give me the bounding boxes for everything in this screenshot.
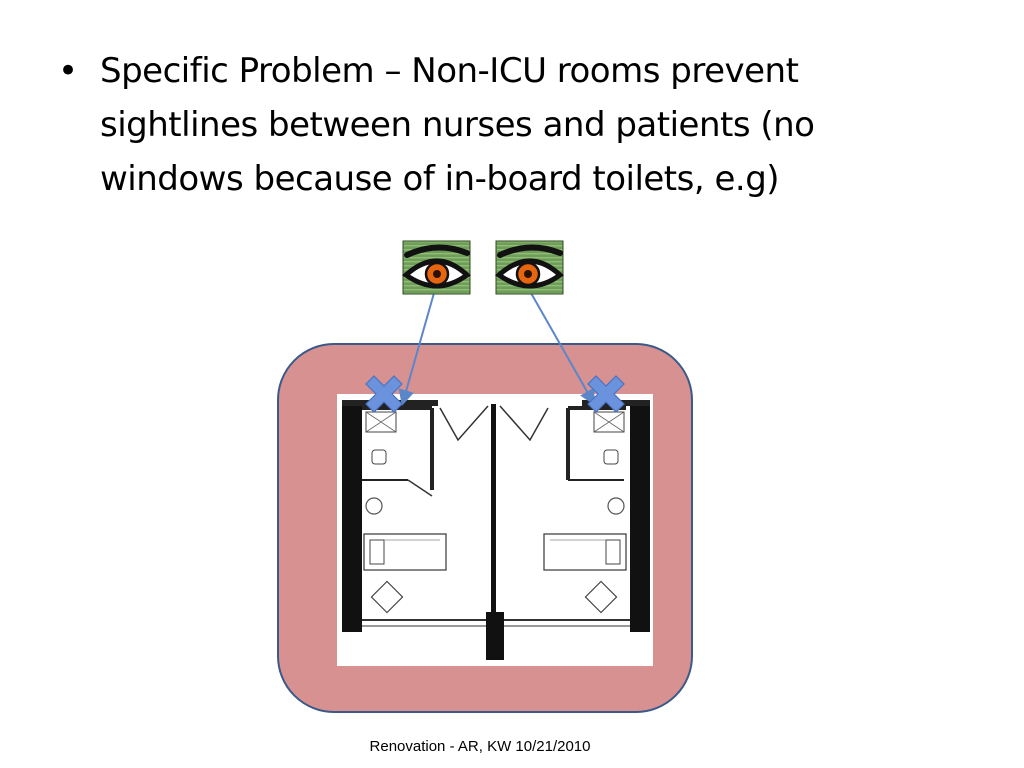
sink-left (365, 497, 383, 515)
eye-icon (495, 240, 564, 295)
door-left (439, 405, 489, 442)
blocked-x-icon (365, 375, 403, 413)
bullet-point: • Specific Problem – Non-ICU rooms preve… (58, 44, 958, 206)
sightline-left (398, 292, 435, 406)
chair-right (584, 580, 618, 614)
slide-footer: Renovation - AR, KW 10/21/2010 (369, 738, 591, 755)
sink-right (607, 497, 625, 515)
sightline-right (530, 292, 595, 406)
blocked-x-icon (587, 375, 625, 413)
center-column (486, 612, 504, 660)
bed-left (363, 533, 447, 571)
door-right (499, 405, 549, 442)
outer-wall-left (342, 400, 362, 632)
center-partition (491, 404, 496, 616)
chair-left (370, 580, 404, 614)
floor-plan (337, 394, 653, 666)
bullet-marker: • (58, 51, 79, 91)
eye-icon (402, 240, 471, 295)
bathroom-left (362, 406, 434, 497)
outer-wall-right (630, 400, 650, 632)
bed-right (543, 533, 627, 571)
bullet-text: Specific Problem – Non-ICU rooms prevent… (100, 51, 815, 199)
